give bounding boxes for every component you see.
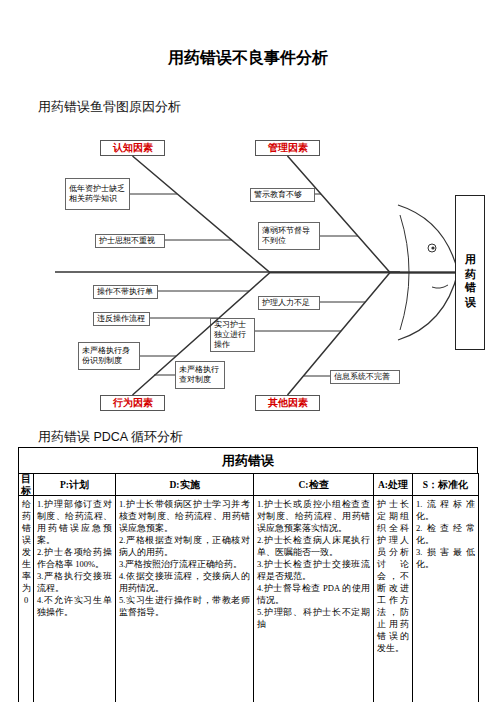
- cell-text: 3.损害最低化。: [416, 546, 475, 570]
- table-title: 用药错误: [222, 455, 274, 467]
- column-header: P:计划: [33, 473, 116, 496]
- fish-eye: [428, 244, 436, 252]
- column-header: D:实施: [115, 473, 254, 496]
- cause-label: 警示教育不够: [254, 190, 302, 200]
- cause-label: 未严格执行查对制度: [179, 365, 221, 385]
- cause-box: 操作不带执行单: [93, 285, 158, 299]
- category-box: 认知因素: [100, 140, 165, 156]
- table-cell: 1.护理部修订查对制度、给药流程、用药错误应急预案。2.护士各项给药操作合格率 …: [33, 495, 116, 702]
- column-header: S：标准化: [412, 473, 479, 496]
- cause-box: 护理人力不足: [258, 296, 320, 310]
- cause-box: 护士思想不重视: [95, 234, 165, 248]
- column-header-text: A:处理: [378, 479, 408, 491]
- column-header: A:处理: [373, 473, 413, 496]
- fish-pupil: [431, 246, 434, 249]
- cell-text: 1.流程标准化。: [416, 498, 475, 522]
- cell-text: 3.严格执行交接班流程。: [37, 570, 112, 594]
- cell-text: 5.实习生进行操作时，带教老师监督指导。: [119, 594, 250, 618]
- column-header-text: S：标准化: [423, 479, 468, 491]
- cause-box: 薄弱环节督导不到位: [258, 222, 320, 250]
- category-box: 管理因素: [255, 140, 320, 156]
- leader-line: [255, 331, 341, 332]
- cell-text: 3.严格按照治疗流程正确给药。: [119, 558, 250, 570]
- cause-label: 薄弱环节督导不到位: [262, 226, 316, 246]
- category-label: 管理因素: [268, 141, 308, 155]
- cause-label: 用药错误: [463, 245, 478, 301]
- leader-line: [154, 375, 175, 376]
- cell-text: 给药错误发生率为0: [20, 498, 32, 606]
- cell-text: 5.护理部、科护士长不定期抽: [257, 606, 370, 630]
- fish-bone: [288, 273, 456, 396]
- page-title: 用药错误不良事件分析: [0, 48, 496, 69]
- column-header-text: D:实施: [169, 479, 199, 491]
- category-box: 行为因素: [100, 395, 165, 411]
- cell-text: 3.护士长检查护士交接班流程是否规范。: [257, 558, 370, 582]
- section-heading: 用药错误 PDCA 循环分析: [38, 429, 183, 446]
- category-box: 其他因素: [255, 395, 320, 411]
- cause-box: 低年资护士缺乏相关药学知识: [65, 178, 130, 210]
- cause-label: 信息系统不完善: [334, 372, 390, 382]
- cause-label: 护理人力不足: [262, 298, 310, 308]
- cell-text: 1.护士长或质控小组检查查对制度、给药流程、用药错误应急预案落实情况。: [257, 498, 370, 534]
- table-cell: 1.护士长带领病区护士学习并考核查对制度、给药流程、用药错误应急预案。2.严格根…: [115, 495, 254, 702]
- leader-line: [315, 194, 321, 195]
- fish-bone: [288, 156, 456, 273]
- cell-text: 4.不允许实习生单独操作。: [37, 594, 112, 618]
- table-cell: 1.护士长或质控小组检查查对制度、给药流程、用药错误应急预案落实情况。2.护士长…: [253, 495, 374, 702]
- cause-label: 未严格执行身份识别制度: [82, 346, 136, 366]
- fish-mouth: [432, 285, 448, 288]
- fish-gill: [400, 215, 409, 330]
- cause-label: 低年资护士缺乏相关药学知识: [69, 184, 126, 204]
- cell-text: 1.护士长带领病区护士学习并考核查对制度、给药流程、用药错误应急预案。: [119, 498, 250, 534]
- cause-label: 实习护士独立进行操作: [214, 320, 251, 350]
- table-header: 用药错误: [18, 447, 478, 474]
- fish-spine: [55, 271, 400, 273]
- column-header: 目标: [18, 473, 34, 496]
- column-header-text: C:检查: [298, 479, 328, 491]
- cell-text: 2.严格根据查对制度，正确核对病人的用药。: [119, 534, 250, 558]
- cause-box: 实习护士独立进行操作: [210, 318, 255, 352]
- category-label: 行为因素: [113, 396, 153, 410]
- cause-label: 护士思想不重视: [99, 236, 155, 246]
- fish-head: [398, 205, 458, 340]
- leader-line: [130, 194, 177, 195]
- cell-text: 1.护理部修订查对制度、给药流程、用药错误应急预案。: [37, 498, 112, 546]
- fish-head-box: 用药错误: [455, 195, 485, 350]
- cause-box: 信息系统不完善: [330, 370, 400, 384]
- cause-label: 违反操作流程: [97, 314, 145, 324]
- leader-line: [140, 356, 176, 357]
- column-header-text: P:计划: [60, 479, 89, 491]
- cause-box: 未严格执行身份识别制度: [78, 342, 140, 370]
- cell-text: 2.护士各项给药操作合格率 100%。: [37, 546, 112, 570]
- leader-line: [158, 291, 249, 292]
- table-cell: 1.流程标准化。2.检查经常化。3.损害最低化。: [412, 495, 479, 702]
- cause-box: 违反操作流程: [93, 312, 150, 326]
- cell-text: 护士长定期组织全科护理人员分析讨论会，不断改进工作方法，防止用药错误的发生。: [377, 498, 409, 654]
- table-cell: 护士长定期组织全科护理人员分析讨论会，不断改进工作方法，防止用药错误的发生。: [373, 495, 413, 702]
- leader-line: [304, 376, 330, 377]
- cell-text: 4.依据交接班流程，交接病人的用药情况。: [119, 570, 250, 594]
- leader-line: [165, 240, 232, 241]
- category-label: 其他因素: [268, 396, 308, 410]
- leader-line: [320, 236, 358, 237]
- cell-text: 2.检查经常化。: [416, 522, 475, 546]
- section-heading: 用药错误鱼骨图原因分析: [38, 99, 181, 116]
- fish-bone: [133, 273, 456, 396]
- column-header: C:检查: [253, 473, 374, 496]
- cause-box: 警示教育不够: [250, 188, 315, 202]
- category-label: 认知因素: [113, 141, 153, 155]
- cause-label: 操作不带执行单: [97, 287, 153, 297]
- leader-line: [320, 302, 365, 303]
- column-header-text: 目标: [19, 473, 33, 497]
- fish-bone: [133, 156, 456, 273]
- leader-line: [150, 318, 218, 319]
- table-cell: 给药错误发生率为0: [18, 495, 34, 702]
- cell-text: 2.护士长检查病人床尾执行单、医嘱能否一致。: [257, 534, 370, 558]
- cause-box: 未严格执行查对制度: [175, 361, 225, 389]
- cell-text: 4.护士督导检查 PDA 的使用情况。: [257, 582, 370, 606]
